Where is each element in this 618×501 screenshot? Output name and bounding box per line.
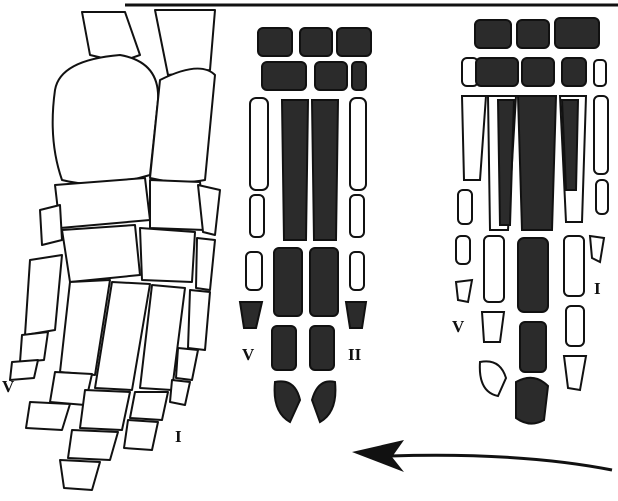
astragalus-bone [53,55,158,184]
phalanx [482,312,504,342]
left-label-digit-i: I [175,427,182,446]
phalanx [124,420,158,450]
right-label-digit-i: I [594,279,601,298]
right-schematic-foot [456,18,608,424]
tarsal [555,18,599,48]
phalanx [456,236,470,264]
tarsal-bone [40,205,62,245]
tarsal [262,62,306,90]
realistic-foot-drawing [10,10,220,490]
phalanx [274,248,302,316]
phalanx [456,280,472,302]
phalanx [350,195,364,237]
phalanx [130,392,168,420]
tarsal [258,28,292,56]
phalanx [484,236,504,302]
metatarsal-iii [312,100,338,240]
hoof-phalanx [516,378,548,424]
metatarsal-iii [518,96,556,230]
metatarsal-iv [282,100,308,240]
arrow-shaft [390,455,612,470]
middle-label-digit-v: V [242,345,255,364]
tarsal [522,58,554,86]
tarsal-bone [150,180,205,230]
tarsal-bone [62,225,140,282]
phalanx [60,460,100,490]
phalanx [310,326,334,370]
middle-label-digit-ii: II [348,345,362,364]
tibia-bone [82,12,140,62]
metatarsal-ii [350,98,366,190]
phalanx [520,322,546,372]
phalanx [68,430,118,460]
metatarsal-i [188,290,210,350]
tarsal [337,28,371,56]
phalanx [566,306,584,346]
metatarsal-v [250,98,268,190]
phalanx [20,332,48,362]
phalanx [246,252,262,290]
phalanx [272,326,296,370]
phalanx [346,302,366,328]
phalanx [564,236,584,296]
calcaneum-bone [150,69,215,183]
hoof-phalanx [275,381,300,422]
phalanx [596,180,608,214]
metatarsal-iv-shade [498,100,514,225]
tarsal [475,20,511,48]
fibula-bone [155,10,215,75]
tarsal-bone [55,178,150,228]
phalanx [240,302,262,328]
tarsal [562,58,586,86]
phalanx [518,238,548,312]
phalanx [170,380,190,405]
hoof-phalanx [564,356,586,390]
phalanx [458,190,472,224]
tarsal [476,58,518,86]
phalanx [176,348,198,380]
metatarsal-ii-shade [562,100,578,190]
metatarsal-v [462,96,486,180]
tarsal [300,28,332,56]
left-label-digit-v: V [2,377,15,396]
tarsal-bone [140,228,195,282]
hoof-phalanx [312,381,335,422]
phalanx [590,236,604,262]
phalanx [80,390,130,430]
tarsal [315,62,347,90]
metatarsal-v [25,255,62,335]
tarsal [517,20,549,48]
tarsal [594,60,606,86]
metatarsal-i [594,96,608,174]
tarsal-bone [196,238,215,290]
right-label-digit-v: V [452,317,465,336]
evolution-arrow [352,440,612,472]
phalanx [250,195,264,237]
phalanx [310,248,338,316]
tarsal [352,62,366,90]
phalanx [26,402,70,430]
hoof-phalanx [480,361,506,396]
phalanx [350,252,364,290]
